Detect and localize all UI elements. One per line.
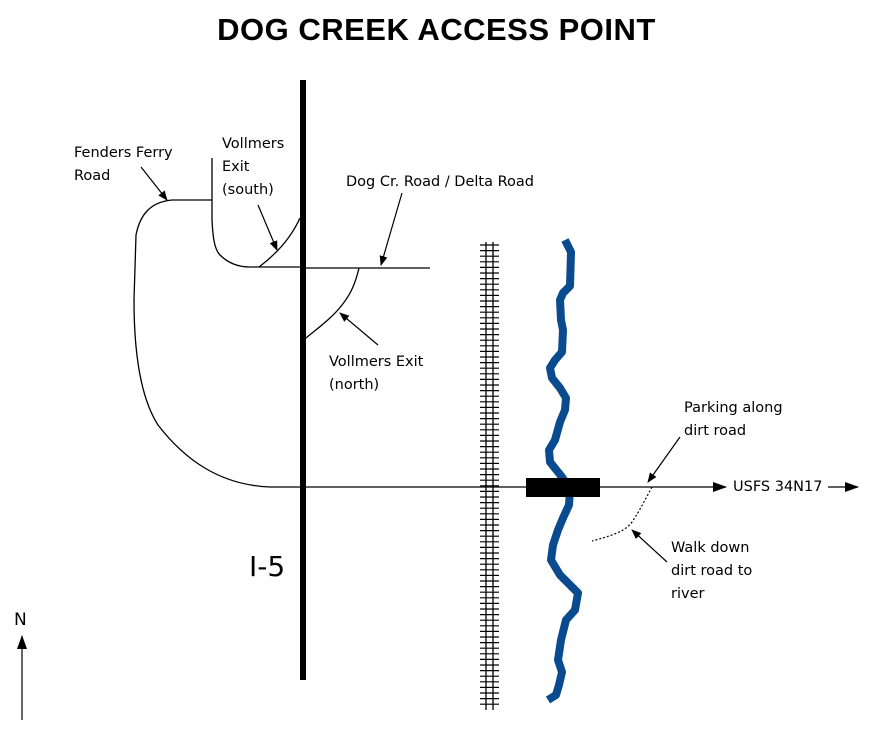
fenders-ferry-callout-arrow <box>140 166 168 201</box>
label-vollmers-exit-north: Vollmers Exit (north) <box>329 354 424 393</box>
label-vollmers-exit-south: Vollmers Exit (south) <box>222 136 285 198</box>
fenders-ferry-road <box>133 199 485 488</box>
dog-creek-river <box>545 238 582 704</box>
vollmers-exit-north-ramp <box>305 267 360 339</box>
railroad <box>480 242 499 710</box>
vollmers-south-callout-arrow <box>257 204 278 251</box>
label-interstate: I-5 <box>249 550 286 583</box>
label-walk-down: Walk down dirt road to river <box>671 540 753 602</box>
vollmers-north-callout-arrow <box>339 312 379 346</box>
vollmers-exit-south-ramp <box>211 158 300 268</box>
label-parking: Parking along dirt road <box>684 400 783 439</box>
dirt-road-trail <box>591 486 653 542</box>
label-fenders-ferry-road: Fenders Ferry Road <box>74 145 173 184</box>
dog-creek-road-callout-arrow <box>379 192 403 266</box>
label-usfs-road: USFS 34N17 <box>733 479 823 495</box>
vollmers-exit-south-curve <box>258 217 301 268</box>
label-dog-creek-road: Dog Cr. Road / Delta Road <box>346 174 534 190</box>
parking-callout-arrow <box>647 436 681 483</box>
walk-callout-arrow <box>631 529 668 563</box>
map-title: DOG CREEK ACCESS POINT <box>217 12 656 47</box>
north-label: N <box>14 610 27 630</box>
